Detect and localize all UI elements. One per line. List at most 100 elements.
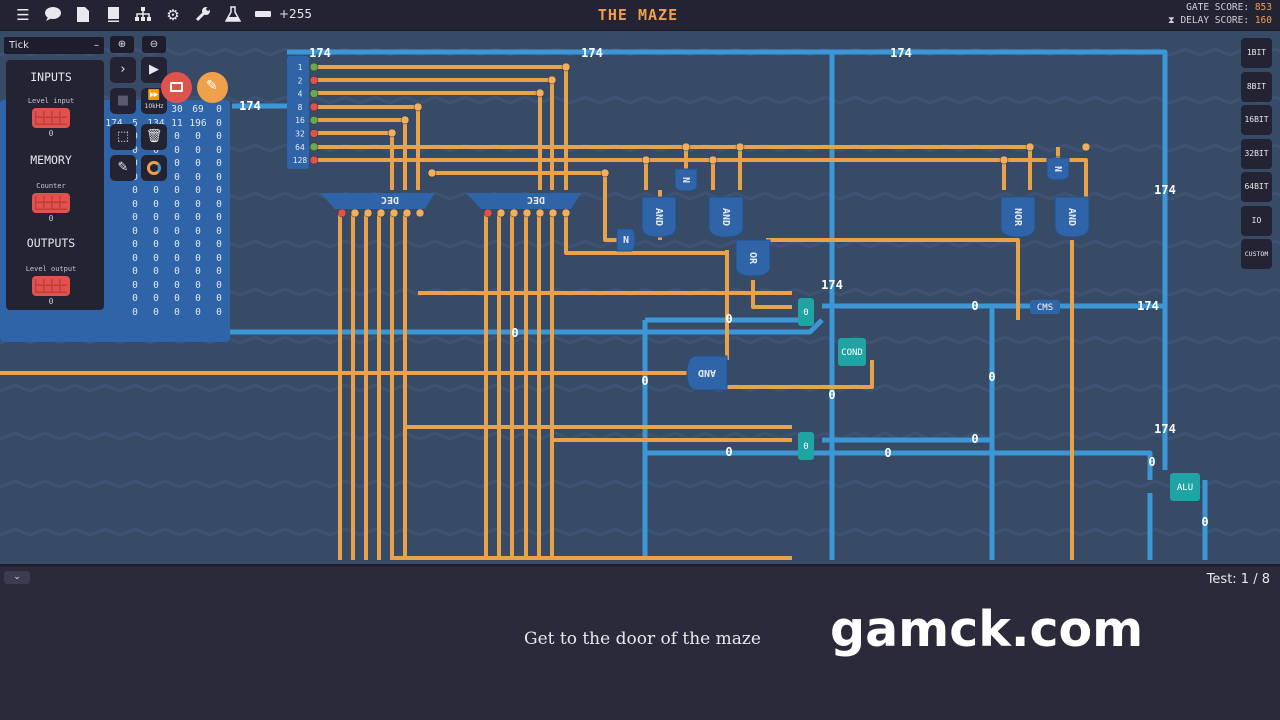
ram-cell: 0	[153, 279, 159, 291]
wire-node	[400, 115, 410, 125]
ram-cell: 0	[216, 279, 222, 291]
bit-label: 32	[295, 130, 305, 139]
fast-forward-icon: ⏩	[147, 90, 161, 101]
nor-gate: NOR	[1000, 196, 1036, 238]
ram-cell: 0	[153, 252, 159, 264]
ram-cell: 0	[132, 293, 138, 304]
file-icon[interactable]	[73, 6, 93, 24]
draw-button[interactable]: ✎	[110, 155, 136, 181]
ram-cell: 0	[132, 306, 138, 318]
component-button-32bit[interactable]: 32BIT	[1241, 138, 1272, 169]
and-gate-4: AND	[686, 355, 728, 391]
nor-gate-label: NOR	[1012, 208, 1023, 227]
wire-value-label: 0	[1201, 515, 1208, 529]
wire-value-label: 0	[884, 446, 891, 460]
wire-node	[309, 76, 319, 85]
component-button-8bit[interactable]: 8BIT	[1241, 71, 1272, 102]
not-gate-3-body	[1046, 157, 1070, 181]
zoom-out-button[interactable]: ⊖	[142, 36, 166, 53]
record-button[interactable]	[161, 72, 192, 103]
bit-label: 2	[298, 76, 303, 85]
not-gate-2-label: N	[623, 235, 629, 246]
pencil-icon: ✎	[117, 160, 129, 175]
zoom-in-button[interactable]: ⊕	[110, 36, 134, 53]
stop-button[interactable]: ■	[110, 88, 136, 114]
wire-value-label: 174	[1154, 183, 1176, 197]
cond-block	[838, 338, 866, 366]
wire-node	[547, 75, 557, 85]
and-gate-2-label: AND	[720, 208, 731, 226]
ram-cell: 0	[174, 158, 180, 169]
hierarchy-icon[interactable]	[133, 6, 153, 24]
not-gate-3-label: N	[1052, 166, 1063, 172]
chat-icon[interactable]	[43, 6, 63, 24]
color-wheel-icon	[147, 161, 161, 175]
component-button-16bit[interactable]: 16BIT	[1241, 105, 1272, 135]
ruler-icon[interactable]	[253, 6, 273, 24]
level-input-chip[interactable]	[32, 108, 70, 128]
component-button-io[interactable]: IO	[1241, 205, 1272, 236]
not-gate-1: N	[674, 168, 698, 192]
ram-cell: 0	[132, 279, 138, 291]
wrench-icon[interactable]	[193, 6, 213, 24]
book-icon[interactable]	[103, 6, 123, 24]
tick-select-value: Tick	[9, 40, 29, 51]
ram-cell: 0	[174, 212, 180, 223]
wire-node	[483, 208, 493, 218]
component-button-custom[interactable]: CUSTOM	[1241, 239, 1272, 269]
input-value: 0	[48, 129, 54, 138]
ram-cell: 0	[153, 144, 159, 156]
wire-node	[496, 208, 506, 218]
wire-node	[415, 208, 425, 218]
wire-node	[309, 62, 319, 72]
component-button-1bit[interactable]: 1BIT	[1241, 38, 1272, 68]
test-counter: Test: 1 / 8	[1206, 572, 1270, 587]
ram-cell: 0	[216, 171, 222, 183]
component-button-64bit[interactable]: 64BIT	[1241, 172, 1272, 202]
level-output-chip[interactable]	[32, 276, 70, 296]
wire-value-label: 174	[821, 278, 843, 292]
chevron-down-icon: ⌄	[13, 572, 21, 582]
tick-select[interactable]: Tick –	[4, 37, 104, 54]
ram-cell: 0	[216, 131, 222, 142]
ram-cell: 0	[216, 239, 222, 250]
wire-value-label: 0	[828, 388, 835, 402]
and-gate-1-label: AND	[653, 208, 664, 226]
ram-cell: 11	[171, 117, 183, 129]
stop-icon: ■	[116, 93, 130, 108]
collapse-button[interactable]: ⌄	[4, 571, 30, 584]
ram-cell: 0	[174, 266, 180, 277]
orange-wire	[751, 280, 792, 309]
gear-icon[interactable]: ⚙	[166, 6, 180, 24]
ram-cell: 0	[195, 171, 201, 183]
decoder-b	[466, 193, 581, 209]
menu-icon[interactable]: ☰	[16, 6, 30, 24]
delay-score-value: 160	[1254, 15, 1272, 26]
edit-button[interactable]: ✎	[197, 72, 228, 103]
flask-icon[interactable]	[223, 6, 243, 24]
blue-wire	[287, 49, 1168, 470]
color-button[interactable]	[141, 155, 167, 181]
ram-cell: 0	[195, 279, 201, 291]
select-button[interactable]: ⬚	[110, 124, 136, 150]
input-name: Level input	[27, 97, 75, 105]
step-button[interactable]: ›	[110, 57, 136, 83]
ram-cell: 0	[174, 171, 180, 183]
wire-node	[600, 168, 610, 178]
ram-cell: 0	[195, 225, 201, 237]
counter-chip[interactable]	[32, 193, 70, 213]
ram-cell: 0	[195, 158, 201, 169]
delete-button[interactable]: 🗑	[141, 124, 167, 150]
delay-score-label: DELAY SCORE:	[1180, 15, 1250, 26]
wire-value-label: 174	[1154, 422, 1176, 436]
page-title: THE MAZE	[597, 6, 679, 24]
wire-node	[337, 208, 347, 218]
and-gate-2-body	[708, 196, 744, 238]
ram-cell: 0	[216, 293, 222, 304]
wire-node	[427, 168, 437, 178]
wire-value-label: 0	[725, 445, 732, 459]
ram-cell: 0	[132, 198, 138, 210]
wire-value-label: 174	[309, 46, 331, 60]
ram-cell: 0	[132, 252, 138, 264]
